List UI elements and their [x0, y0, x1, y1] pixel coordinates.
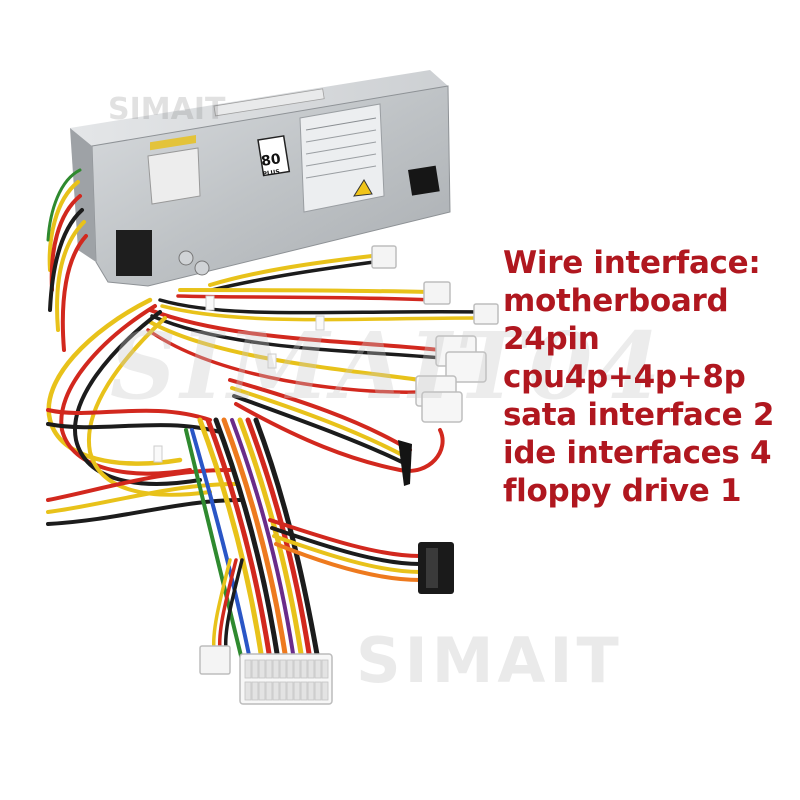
80-plus-badge-number: 80 — [260, 151, 282, 170]
psu-side-face — [70, 128, 96, 262]
caption-line-ide: ide interfaces 4 — [503, 435, 772, 471]
watermark-middle: SIMAIT04 — [110, 312, 665, 420]
psu-ac-inlet — [408, 165, 440, 196]
psu-screw-1 — [178, 250, 194, 266]
motherboard-24pin-connector — [239, 653, 333, 705]
ide-connector-4 — [421, 391, 463, 423]
cpu-4pin-connector-1 — [371, 245, 397, 269]
ide-connector-2 — [445, 351, 487, 383]
caption-line-sata: sata interface 2 — [503, 397, 775, 433]
caption-line-cpu: cpu4p+4p+8p — [503, 359, 746, 395]
cable-harness — [46, 254, 482, 663]
psu-barcode-label — [147, 147, 201, 205]
cable-tie-4 — [205, 295, 215, 311]
warning-triangle-icon — [353, 179, 373, 197]
caption-line-motherboard: motherboard — [503, 283, 729, 319]
80-plus-badge: 80 PLUS — [257, 135, 291, 178]
wire-interface-caption: Wire interface: motherboard 24pin cpu4p+… — [503, 244, 793, 510]
psu-unit: 80 PLUS — [70, 70, 451, 287]
cable-tie-2 — [315, 315, 325, 331]
left-cable-bundle — [46, 168, 88, 352]
psu-yellow-sticker — [150, 134, 196, 151]
caption-line-title: Wire interface: — [503, 245, 761, 281]
zip-tie-clip-icon — [398, 440, 412, 486]
psu-screw-2 — [194, 260, 210, 276]
80-plus-badge-sub: PLUS — [262, 168, 280, 178]
cpu-8pin-connector — [473, 303, 499, 325]
cable-tie-1 — [267, 353, 277, 369]
psu-spec-label — [299, 103, 385, 213]
caption-line-floppy: floppy drive 1 — [503, 473, 742, 509]
psu-serial-sticker — [213, 88, 325, 117]
cpu-4pin-connector-2 — [423, 281, 451, 305]
floppy-connector — [199, 645, 231, 675]
connectors — [153, 245, 499, 705]
cable-tie-3 — [153, 445, 163, 463]
watermark-top: SIMAIT — [108, 92, 226, 127]
watermark-bottom: SIMAIT — [356, 624, 623, 697]
caption-line-24pin: 24pin — [503, 321, 600, 357]
psu-fan-vent — [116, 230, 152, 276]
